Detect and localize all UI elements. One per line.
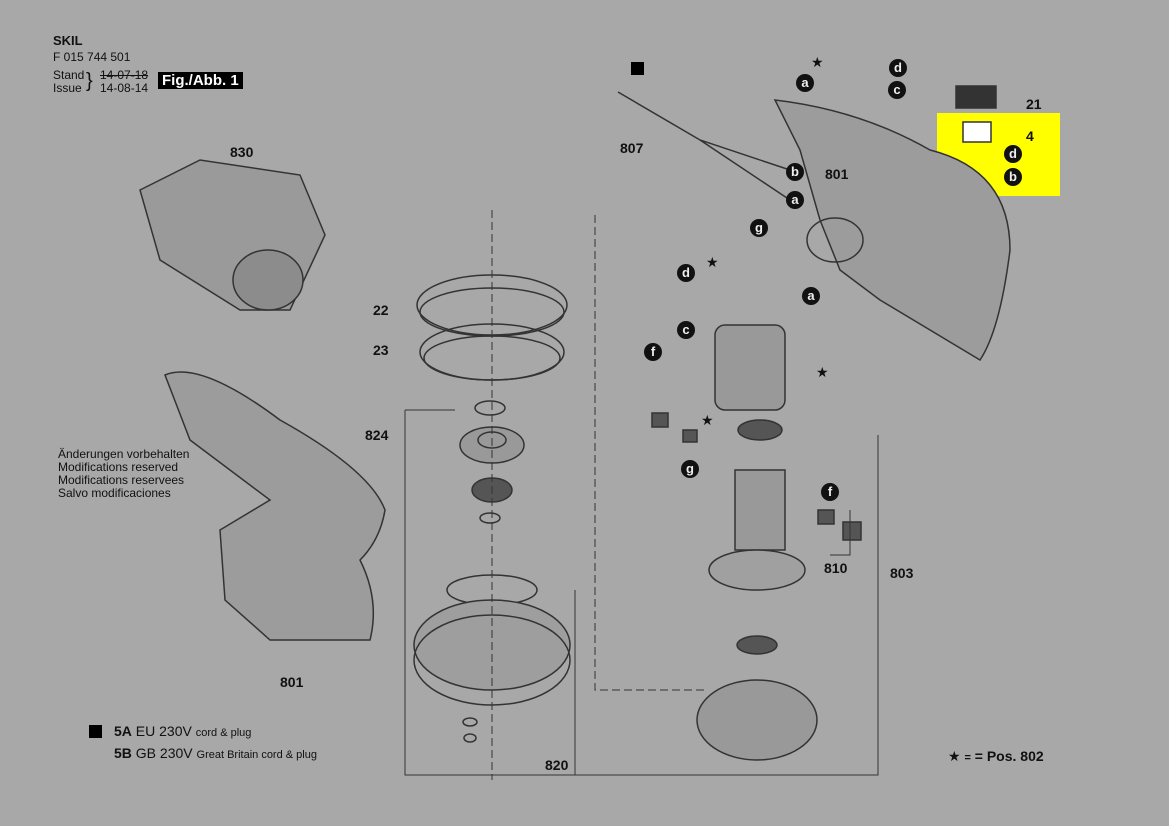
star-icon: ★ [701,412,714,428]
issue-label: Issue [53,81,82,95]
marker-c: c [677,321,695,339]
label-803: 803 [890,565,914,581]
legend-5a: 5A EU 230V cord & plug [114,723,252,739]
marker-a: a [786,191,804,209]
label-801: 801 [280,674,304,690]
note: Salvo modificaciones [58,486,171,500]
part-number: F 015 744 501 [53,50,131,64]
square-marker-icon [89,725,102,738]
marker-b: b [1004,168,1022,186]
brace: } [86,70,93,92]
star-icon: ★ [811,54,824,70]
label-801-top: 801 [825,166,849,182]
stand-date: 14-07-18 [100,68,149,82]
marker-d: d [677,264,695,282]
marker-b: b [786,163,804,181]
label-820: 820 [545,757,569,773]
label-21: 21 [1026,96,1042,112]
label-22: 22 [373,302,389,318]
marker-g: g [750,219,768,237]
marker-g: g [681,460,699,478]
label-824: 824 [365,427,389,443]
marker-a: a [802,287,820,305]
label-830: 830 [230,144,254,160]
issue-date: 14-08-14 [100,81,149,95]
marker-c: c [888,81,906,99]
label-810: 810 [824,560,848,576]
star-note: ★ = = Pos. 802 [948,748,1044,764]
marker-d: d [1004,145,1022,163]
marker-a: a [796,74,814,92]
label-807: 807 [620,140,644,156]
note: Modifications reservees [58,473,185,487]
marker-d: d [889,59,907,77]
note: Modifications reserved [58,460,179,474]
star-icon: ★ [706,254,719,270]
legend-5b: 5B GB 230V Great Britain cord & plug [114,745,317,761]
note: Änderungen vorbehalten [58,447,190,461]
star-icon: ★ [816,364,829,380]
marker-f: f [644,343,662,361]
stand-label: Stand [53,68,85,82]
label-4: 4 [1026,128,1034,144]
label-23: 23 [373,342,389,358]
figure-label: Fig./Abb. 1 [158,72,243,89]
brand: SKIL [53,33,83,48]
notes: Änderungen vorbehalten Modifications res… [58,448,189,500]
marker-f: f [821,483,839,501]
square-marker-icon [631,62,644,75]
